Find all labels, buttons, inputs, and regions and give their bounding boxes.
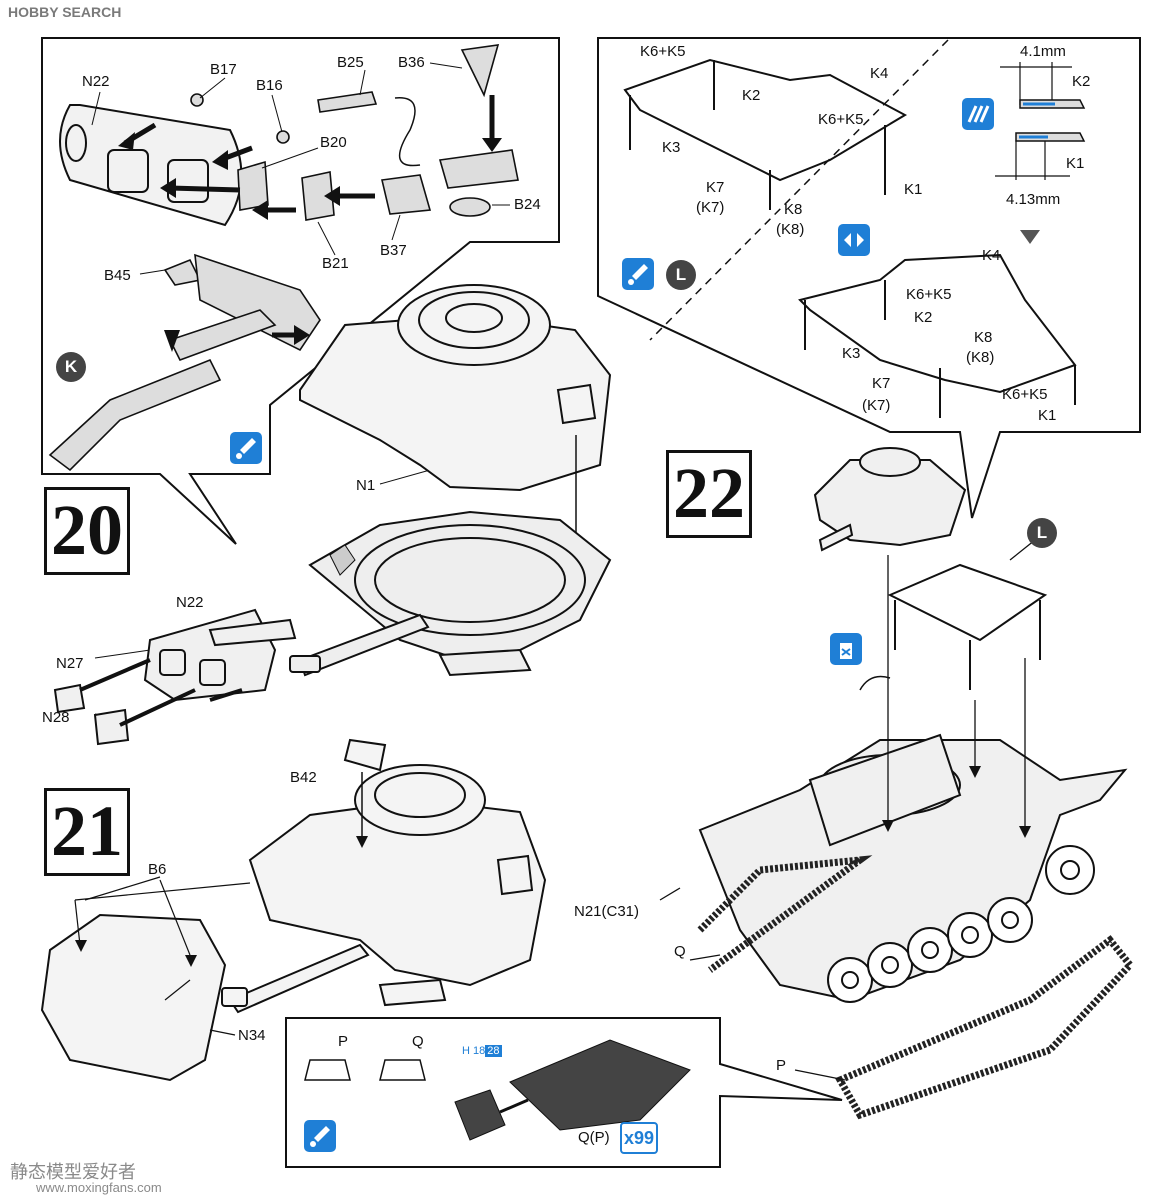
label-b36: B36 (398, 54, 425, 71)
armor-plate-n34 (40, 913, 227, 1082)
label-b16: B16 (256, 77, 283, 94)
label-k8p-a: (K8) (776, 221, 805, 238)
turret-assembled (221, 738, 547, 1014)
label-k3-b: K3 (842, 345, 861, 362)
label-n21: N21(C31) (574, 903, 640, 920)
label-b6: B6 (148, 861, 167, 878)
label-b45: B45 (104, 267, 131, 284)
turret-small (813, 447, 967, 552)
label-n22-top: N22 (82, 73, 110, 90)
tracks (697, 855, 1135, 1120)
label-k7-a: K7 (706, 179, 725, 196)
label-k1-a: K1 (904, 181, 923, 198)
l-marker-icon-2: L (1027, 518, 1057, 548)
label-k7p-b: (K7) (862, 397, 891, 414)
track-link-p (304, 1059, 426, 1081)
label-b20: B20 (320, 134, 347, 151)
label-k8p-b: (K8) (966, 349, 995, 366)
callout-box-tracks (285, 1017, 843, 1168)
label-k7-b: K7 (872, 375, 891, 392)
watermark-url: www.moxingfans.com (36, 1180, 162, 1195)
label-b21: B21 (322, 255, 349, 272)
n22-mantlet-part (59, 104, 243, 227)
l-marker-icon: L (666, 260, 696, 290)
dashed-divider (649, 39, 949, 341)
label-dim-41: 4.1mm (1020, 43, 1066, 60)
label-track-qp: Q(P) (578, 1129, 610, 1146)
step-number-21: 21 (44, 788, 130, 876)
label-b24: B24 (514, 196, 541, 213)
k-marker-icon: K (56, 352, 86, 382)
label-p: P (776, 1057, 787, 1074)
step-number-20: 20 (44, 487, 130, 575)
label-b42: B42 (290, 769, 317, 786)
paint-icon-tracks (304, 1120, 336, 1152)
frame-k-installed (887, 563, 1048, 690)
paint-icon (230, 432, 262, 464)
file-icon (962, 98, 994, 130)
paint-icon-22 (622, 258, 654, 290)
n22-mantlet-lower (53, 608, 297, 746)
label-q: Q (674, 943, 686, 960)
label-k6k5-d: K6+K5 (1002, 386, 1048, 403)
paint-code-18: 18 (473, 1045, 486, 1057)
label-k1-dim: K1 (1066, 155, 1085, 172)
callout-box-20 (41, 37, 560, 545)
label-k2-dim: K2 (1072, 73, 1091, 90)
flip-icon (838, 224, 870, 256)
turret-n1 (299, 284, 612, 492)
label-b37: B37 (380, 242, 407, 259)
road-wheels (827, 845, 1095, 1003)
label-track-q: Q (412, 1033, 424, 1050)
tank-hull (698, 733, 1128, 1002)
label-k8-a: K8 (784, 201, 803, 218)
label-k6k5-b: K6+K5 (818, 111, 864, 128)
label-k4-a: K4 (870, 65, 889, 82)
label-n1: N1 (356, 477, 376, 494)
label-dim-413: 4.13mm (1006, 191, 1061, 208)
paint-code-h: H (462, 1045, 470, 1057)
no-glue-icon (830, 633, 862, 665)
watermark-text: 静态模型爱好者 (10, 1162, 136, 1182)
label-b25: B25 (337, 54, 364, 71)
callout-box-22 (597, 37, 1141, 519)
frame-k-top (623, 58, 908, 182)
label-track-p: P (338, 1033, 349, 1050)
step-number-22: 22 (666, 450, 752, 538)
track-links-exploded (454, 1039, 691, 1141)
label-k2-a: K2 (742, 87, 761, 104)
paint-code-28: 28 (485, 1045, 502, 1057)
quantity-badge: x99 (620, 1122, 658, 1154)
label-b17: B17 (210, 61, 237, 78)
label-k7p-a: (K7) (696, 199, 725, 216)
label-k8-b: K8 (974, 329, 993, 346)
label-n22: N22 (176, 594, 204, 611)
label-n27: N27 (56, 655, 84, 672)
label-k6k5-a: K6+K5 (640, 43, 686, 60)
label-k1-b: K1 (1038, 407, 1057, 424)
label-k4-b: K4 (982, 247, 1001, 264)
turret-base (289, 510, 612, 677)
label-n28: N28 (42, 709, 70, 726)
label-k6k5-c: K6+K5 (906, 286, 952, 303)
label-k2-b: K2 (914, 309, 933, 326)
label-k3-a: K3 (662, 139, 681, 156)
label-n34: N34 (238, 1027, 266, 1044)
site-logo: HOBBY SEARCH (8, 4, 122, 20)
